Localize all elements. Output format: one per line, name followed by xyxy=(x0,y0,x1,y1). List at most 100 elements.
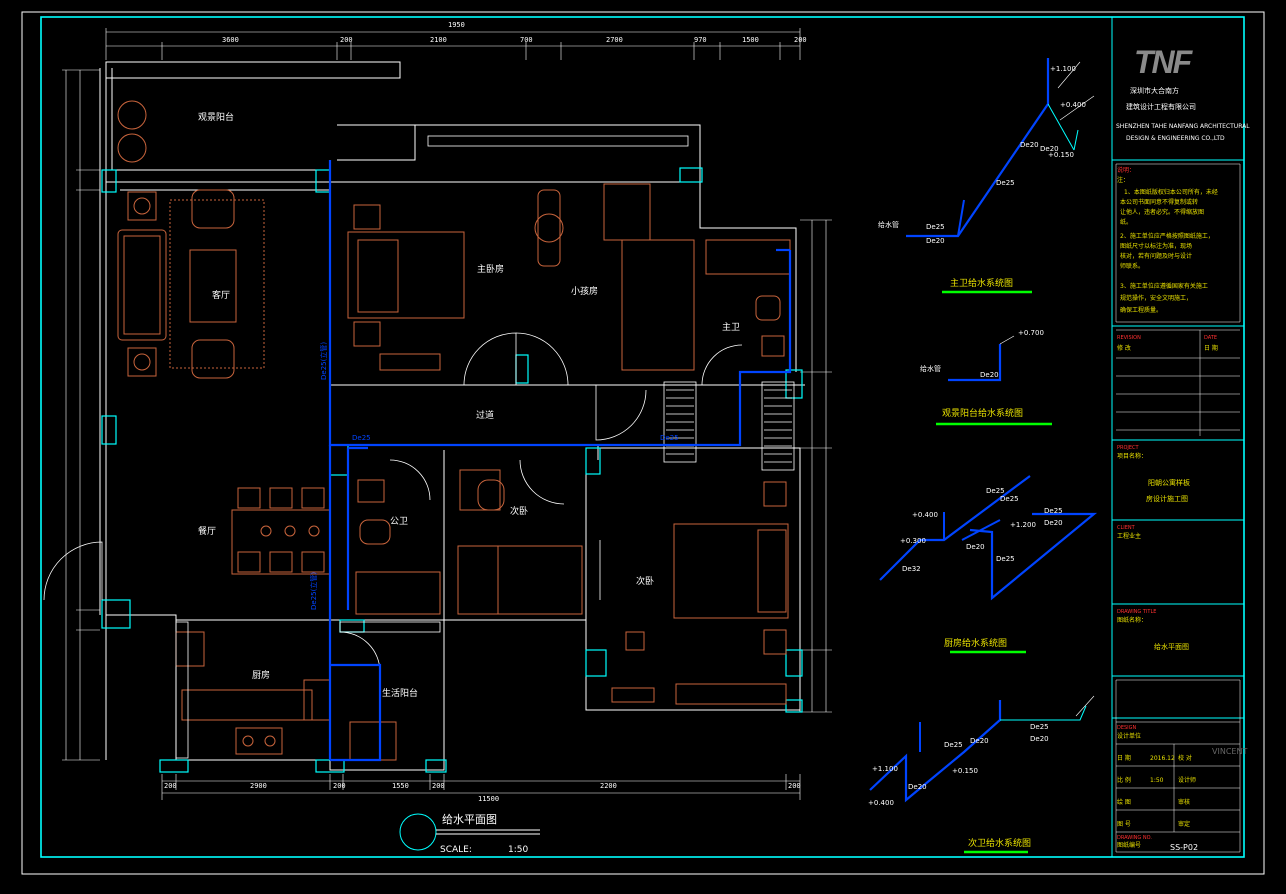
dim-bottom-3: 200 xyxy=(333,782,346,790)
iso2-label-3: 给水管 xyxy=(920,365,941,373)
iso3-label-4: De25 xyxy=(986,487,1005,495)
svg-text:De25(立管): De25(立管) xyxy=(309,572,318,610)
iso1-label-4: De20 xyxy=(1040,145,1059,153)
company-en-2: DESIGN & ENGINEERING CO.,LTD xyxy=(1126,135,1225,142)
checked-label: 校 对 xyxy=(1178,755,1192,762)
dim-top-2: 200 xyxy=(340,36,353,44)
room-kitchen: 厨房 xyxy=(252,671,271,681)
scale-label: SCALE: xyxy=(440,845,472,855)
iso-view-balcony xyxy=(936,335,1052,426)
dim-top-4: 700 xyxy=(520,36,533,44)
dim-top-6: 970 xyxy=(694,36,707,44)
iso1-label-5: +0.150 xyxy=(1048,151,1074,159)
dim-top-5: 2700 xyxy=(606,36,623,44)
title-block-subgrid xyxy=(1115,163,1241,853)
drawing-no-header: DRAWING NO. xyxy=(1117,835,1152,841)
inner-frame xyxy=(40,16,1245,858)
doors xyxy=(43,332,743,673)
note-0: 注： xyxy=(1117,177,1130,184)
room-corridor: 过道 xyxy=(476,411,495,421)
note-6: 图纸尺寸以标注为准，现场 xyxy=(1120,243,1193,250)
project-label: 项目名称： xyxy=(1117,453,1148,460)
date-label: 日 期 xyxy=(1117,755,1131,762)
sheet-label: 图 号 xyxy=(1117,821,1131,828)
iso4-caption: 次卫给水系统图 xyxy=(968,839,1032,849)
note-3: 让他人，违者必究。不得缩放图 xyxy=(1120,209,1205,216)
drawing-title-label: 图纸名称： xyxy=(1117,617,1148,624)
furniture xyxy=(117,100,791,761)
iso1-label-1: +1.100 xyxy=(1050,65,1076,73)
room-guest-bedroom: 次卧 xyxy=(636,577,655,587)
iso2-caption: 观景阳台给水系统图 xyxy=(942,409,1024,419)
project-name-2: 房设计施工图 xyxy=(1146,495,1188,503)
iso4-label-4: De25 xyxy=(944,741,963,749)
iso4-label-2: +0.400 xyxy=(868,799,894,807)
columns xyxy=(101,167,803,773)
ac-units xyxy=(175,135,795,759)
project-header: PROJECT xyxy=(1117,445,1139,451)
drawing-title-header: DRAWING TITLE xyxy=(1117,609,1157,615)
outer-frame xyxy=(21,11,1265,875)
note-10: 规范操作，安全文明施工， xyxy=(1120,295,1193,302)
date-value: 2016.12 xyxy=(1150,755,1175,762)
note-5: 2、施工单位应严格按照图纸施工， xyxy=(1120,233,1214,240)
iso1-label-3: De20 xyxy=(1020,141,1039,149)
dimension-left xyxy=(62,69,100,761)
note-4: 纸。 xyxy=(1120,219,1133,226)
dwg-check-label: 审核 xyxy=(1178,799,1191,806)
room-master-bath: 主卫 xyxy=(722,323,741,333)
iso4-label-5: +0.150 xyxy=(952,767,978,775)
scale-value-tb: 1:50 xyxy=(1150,777,1164,784)
pipe-labels-vertical: De25(立管) De25(立管) De25 De25 xyxy=(309,342,679,610)
iso3-label-10: De25 xyxy=(996,555,1015,563)
iso3-label-6: +1.200 xyxy=(1010,521,1036,529)
dim-top-8: 200 xyxy=(794,36,807,44)
drawing-title-value: 给水平面图 xyxy=(1154,643,1189,651)
title-block-grid xyxy=(1111,17,1244,857)
iso1-label-9: 给水管 xyxy=(878,221,899,229)
note-7: 核对，若有问题及时与设计 xyxy=(1120,253,1193,260)
water-pipes xyxy=(328,160,792,762)
iso-view-master-bath xyxy=(906,58,1095,294)
designer-label: 设计师 xyxy=(1178,777,1197,784)
scale-value: 1:50 xyxy=(508,845,529,855)
revision-date-header: DATE xyxy=(1204,335,1218,341)
iso3-label-7: De25 xyxy=(1044,507,1063,515)
design-label: 设计单位 xyxy=(1117,733,1142,740)
room-public-bath: 公卫 xyxy=(390,517,409,527)
iso4-label-3: De20 xyxy=(908,783,927,791)
client-header: CLIENT xyxy=(1117,525,1135,531)
iso3-label-9: De32 xyxy=(902,565,921,573)
note-1: 1、本图纸版权归本公司所有，未经 xyxy=(1124,189,1218,196)
svg-text:De25: De25 xyxy=(660,434,679,442)
signature-name: VINCENT xyxy=(1212,747,1248,756)
iso3-caption: 厨房给水系统图 xyxy=(944,639,1008,649)
iso1-label-6: De25 xyxy=(996,179,1015,187)
iso4-label-8: De20 xyxy=(1030,735,1049,743)
notes-header: 说明： xyxy=(1117,167,1136,174)
iso1-label-7: De25 xyxy=(926,223,945,231)
company-en-1: SHENZHEN TAHE NANFANG ARCHITECTURAL xyxy=(1116,123,1250,130)
client-label: 工程业主 xyxy=(1117,533,1142,540)
dimension-top xyxy=(105,28,801,60)
project-name-1: 阳朝公寓样板 xyxy=(1148,479,1190,487)
iso3-label-1: +0.400 xyxy=(912,511,938,519)
company-cn-2: 建筑设计工程有限公司 xyxy=(1126,103,1196,111)
dim-top-7: 1500 xyxy=(742,36,759,44)
dimension-bottom xyxy=(161,774,801,800)
dim-bottom-6: 2200 xyxy=(600,782,617,790)
revision-col1: 修 改 xyxy=(1117,345,1131,352)
iso1-caption: 主卫给水系统图 xyxy=(950,279,1014,289)
dim-top-3: 2100 xyxy=(430,36,447,44)
note-8: 师联系。 xyxy=(1120,263,1145,270)
dwg-approve-label: 审定 xyxy=(1178,821,1191,828)
iso2-label-1: +0.700 xyxy=(1018,329,1044,337)
sheet-value: SS-P02 xyxy=(1170,843,1199,852)
revision-col2: 日 期 xyxy=(1204,345,1218,352)
dim-bottom-total: 11500 xyxy=(478,795,500,803)
dim-top-1: 3600 xyxy=(222,36,239,44)
iso4-label-1: +1.100 xyxy=(872,765,898,773)
dim-bottom-2: 2900 xyxy=(250,782,267,790)
note-11: 确保工程质量。 xyxy=(1120,307,1163,314)
